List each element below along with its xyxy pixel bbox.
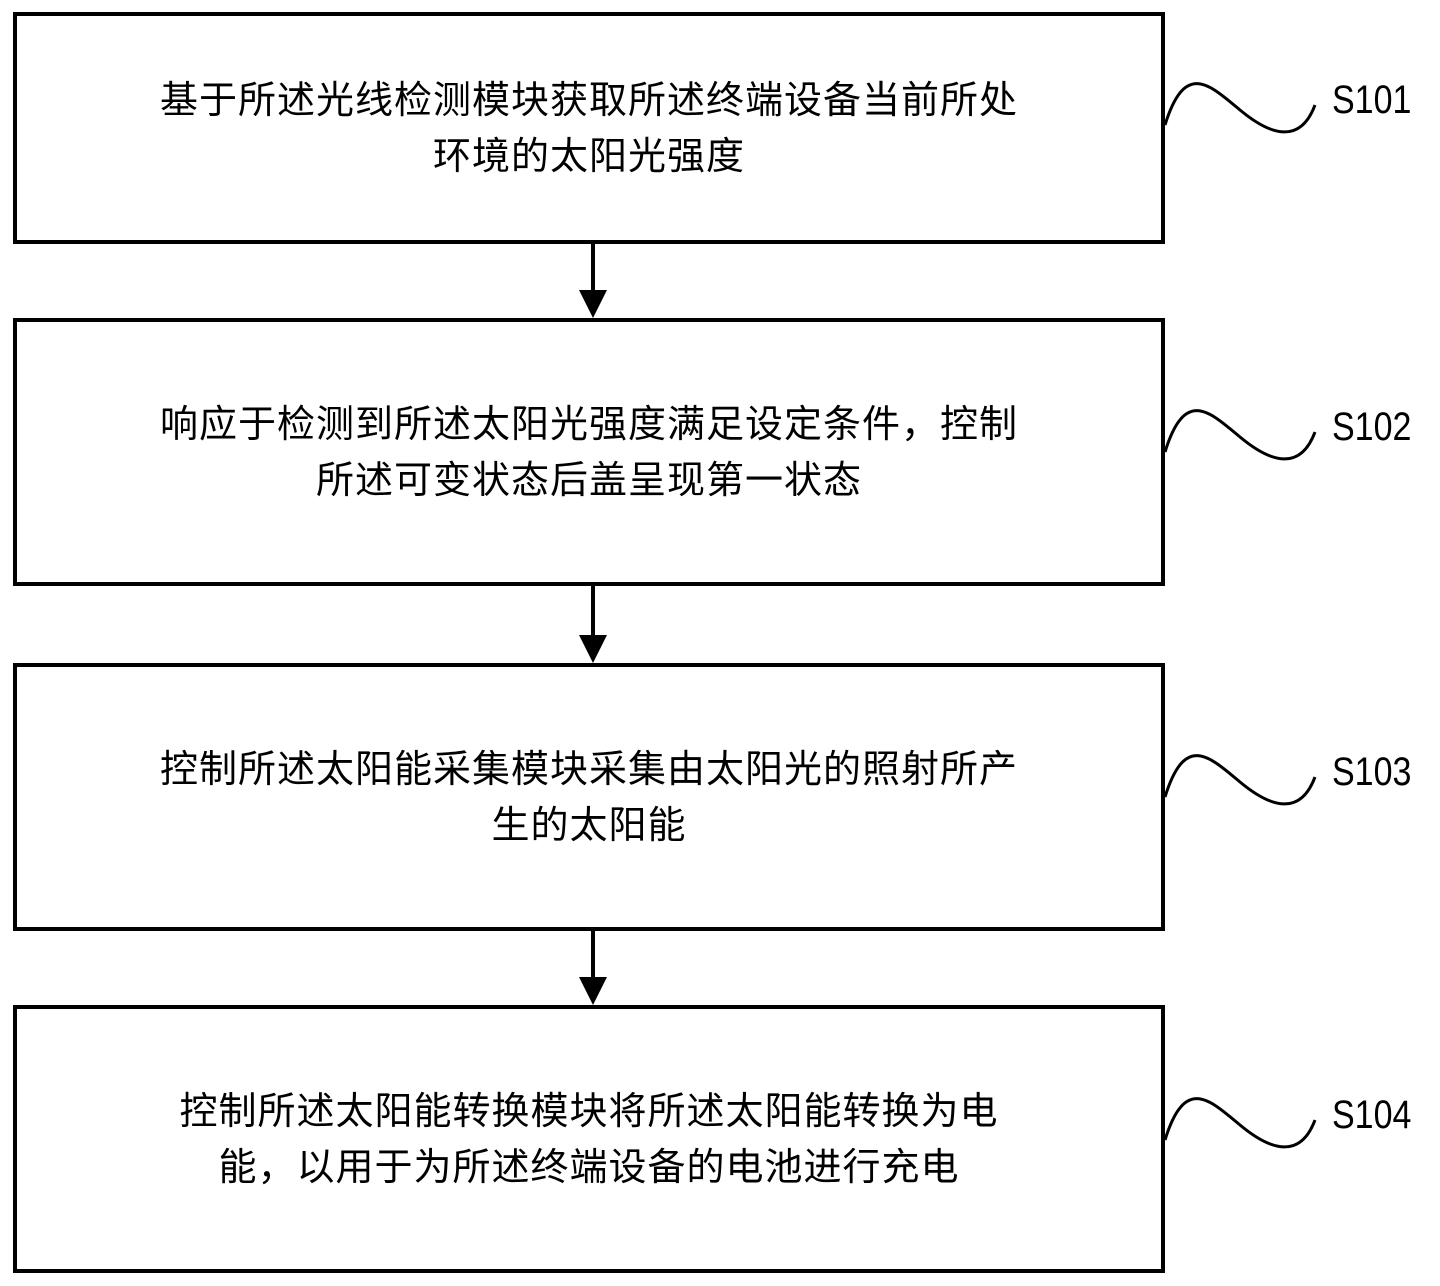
step-text-line: 生的太阳能 xyxy=(491,803,687,847)
step-text-line: 所述可变状态后盖呈现第一状态 xyxy=(315,458,862,502)
step-text-line: 能，以用于为所述终端设备的电池进行充电 xyxy=(218,1145,960,1189)
leader-wave-s102 xyxy=(1163,409,1317,461)
step-box-s102: 响应于检测到所述太阳光强度满足设定条件，控制 所述可变状态后盖呈现第一状态 xyxy=(13,318,1165,586)
step-text: 响应于检测到所述太阳光强度满足设定条件，控制 所述可变状态后盖呈现第一状态 xyxy=(140,396,1038,508)
step-label-s104: S104 xyxy=(1332,1093,1412,1137)
leader-wave-s101 xyxy=(1163,82,1317,134)
step-text: 控制所述太阳能采集模块采集由太阳光的照射所产 生的太阳能 xyxy=(140,741,1038,853)
step-text-line: 响应于检测到所述太阳光强度满足设定条件，控制 xyxy=(159,402,1018,446)
step-text-line: 控制所述太阳能采集模块采集由太阳光的照射所产 xyxy=(159,747,1018,791)
arrow-s102-to-s103 xyxy=(579,586,607,663)
step-label-s103: S103 xyxy=(1332,750,1412,794)
arrow-s101-to-s102 xyxy=(579,244,607,318)
step-box-s103: 控制所述太阳能采集模块采集由太阳光的照射所产 生的太阳能 xyxy=(13,663,1165,931)
leader-wave-s103 xyxy=(1163,754,1317,806)
step-text-line: 基于所述光线检测模块获取所述终端设备当前所处 xyxy=(159,78,1018,122)
leader-wave-s104 xyxy=(1163,1097,1317,1149)
step-box-s104: 控制所述太阳能转换模块将所述太阳能转换为电 能，以用于为所述终端设备的电池进行充… xyxy=(13,1005,1165,1273)
step-box-s101: 基于所述光线检测模块获取所述终端设备当前所处 环境的太阳光强度 xyxy=(13,12,1165,244)
step-text: 基于所述光线检测模块获取所述终端设备当前所处 环境的太阳光强度 xyxy=(140,72,1038,184)
step-text: 控制所述太阳能转换模块将所述太阳能转换为电 能，以用于为所述终端设备的电池进行充… xyxy=(159,1083,1018,1195)
step-text-line: 环境的太阳光强度 xyxy=(432,134,745,178)
step-text-line: 控制所述太阳能转换模块将所述太阳能转换为电 xyxy=(179,1089,999,1133)
arrow-s103-to-s104 xyxy=(579,931,607,1005)
step-label-s101: S101 xyxy=(1332,78,1412,122)
step-label-s102: S102 xyxy=(1332,405,1412,449)
